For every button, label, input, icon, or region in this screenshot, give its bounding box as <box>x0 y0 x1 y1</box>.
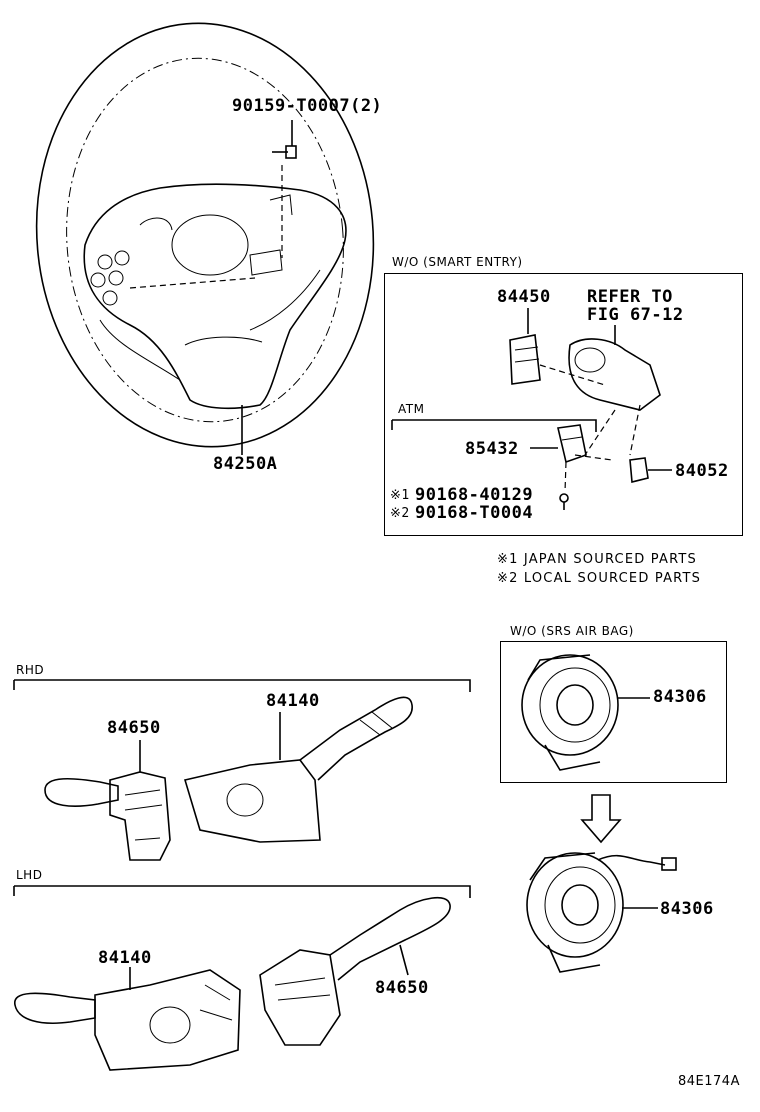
label-rhd-84140: 84140 <box>266 691 320 711</box>
ignition-switch-illustration <box>539 325 661 456</box>
clock-spring-84306-bottom <box>526 852 677 973</box>
label-wo-srs-air-bag: W/O (SRS AIR BAG) <box>510 624 634 638</box>
label-refer-to: REFER TO <box>587 287 673 307</box>
lhd-switch-84140 <box>14 967 241 1071</box>
label-lhd: LHD <box>16 868 43 882</box>
label-part-84306-top: 84306 <box>653 687 707 707</box>
atm-section <box>391 419 672 510</box>
rhd-bracket <box>13 679 471 692</box>
rhd-switch-84140 <box>183 696 413 843</box>
lhd-switch-84650 <box>259 896 451 1046</box>
figure-code: 84E174A <box>678 1074 740 1089</box>
label-bolt-90168-40129: 90168-40129 <box>415 485 534 505</box>
label-rhd-84650: 84650 <box>107 718 161 738</box>
lhd-bracket <box>13 885 471 898</box>
label-atm: ATM <box>398 402 425 416</box>
label-wo-smart-entry: W/O (SMART ENTRY) <box>392 255 523 269</box>
label-bolt-local-mark: ※2 <box>390 506 410 521</box>
rhd-switch-84650 <box>44 740 171 861</box>
srs-airbag-box <box>500 641 727 783</box>
note-japan-sourced: ※1 JAPAN SOURCED PARTS <box>497 552 697 567</box>
label-part-84450: 84450 <box>497 287 551 307</box>
note-local-sourced: ※2 LOCAL SOURCED PARTS <box>497 571 702 586</box>
label-rhd: RHD <box>16 663 45 677</box>
label-part-84052: 84052 <box>675 461 729 481</box>
steering-wheel-illustration <box>35 22 375 455</box>
label-part-85432: 85432 <box>465 439 519 459</box>
smart-entry-box <box>384 273 743 536</box>
label-steering-wheel: 84250A <box>213 454 278 474</box>
label-bolt-90168-T0004: 90168-T0004 <box>415 503 534 523</box>
label-lhd-84140: 84140 <box>98 948 152 968</box>
label-fig-ref: FIG 67-12 <box>587 305 684 325</box>
down-arrow <box>580 794 622 844</box>
switch-84450-illustration <box>509 308 541 385</box>
label-bolt-jp-mark: ※1 <box>390 488 410 503</box>
label-lhd-84650: 84650 <box>375 978 429 998</box>
clock-spring-84306-top <box>521 654 650 771</box>
label-part-84306-bottom: 84306 <box>660 899 714 919</box>
label-bolt-90159: 90159-T0007(2) <box>232 96 383 116</box>
